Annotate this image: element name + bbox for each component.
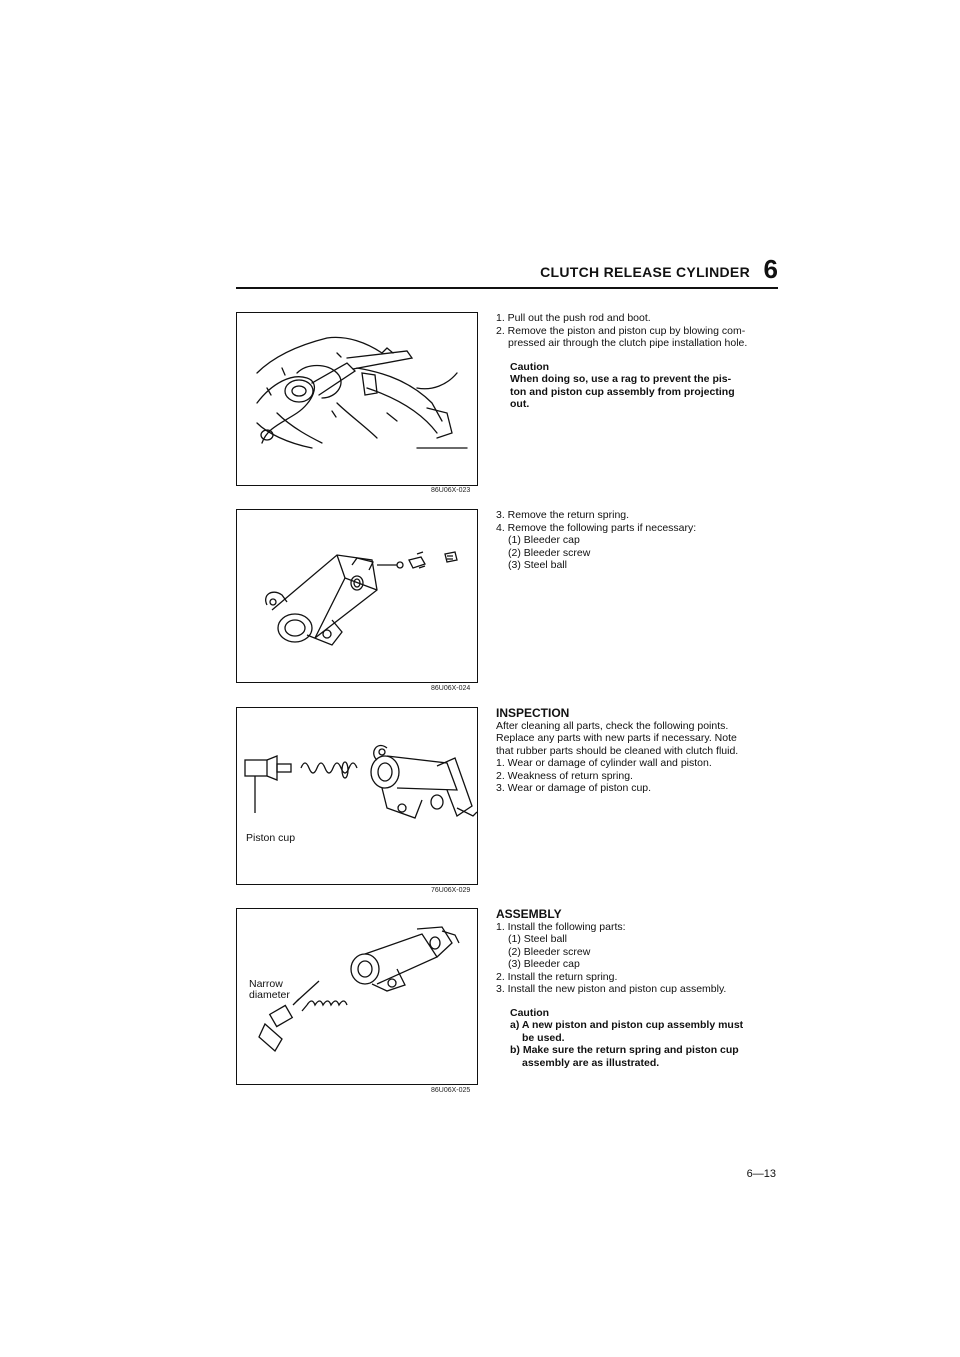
caution-line: b) Make sure the return spring and pisto…: [510, 1044, 739, 1056]
assembly-step: 3. Install the new piston and piston cup…: [496, 983, 727, 995]
inspection-section: INSPECTION After cleaning all parts, che…: [496, 707, 781, 795]
sub-item: (3) Steel ball: [508, 559, 567, 571]
illustration-piston-spring-cylinder: [244, 744, 477, 819]
piston-cup-label: Piston cup: [246, 832, 296, 844]
figure-blowing-air: [236, 312, 478, 486]
sub-item: (1) Bleeder cap: [508, 534, 580, 546]
chapter-number: 6: [763, 254, 778, 284]
paragraph-line: that rubber parts should be cleaned with…: [496, 744, 739, 757]
caution-title: Caution: [510, 360, 550, 373]
section-title: CLUTCH RELEASE CYLINDER: [540, 264, 750, 280]
inspection-item: 3. Wear or damage of piston cup.: [496, 782, 652, 794]
label-line: Narrow: [249, 978, 283, 990]
assembly-step: 2. Install the return spring.: [496, 970, 618, 983]
caution-1: Caution When doing so, use a rag to prev…: [496, 361, 781, 411]
caution-line: ton and piston cup assembly from project…: [510, 385, 735, 398]
step-2-cont: pressed air through the clutch pipe inst…: [508, 337, 748, 349]
sub-item: (3) Bleeder cap: [508, 958, 580, 970]
step-4: 4. Remove the following parts if necessa…: [496, 521, 697, 534]
figure-code: 86U06X-024: [431, 685, 471, 692]
assembly-section: ASSEMBLY 1. Install the following parts:…: [496, 908, 781, 1069]
paragraph-line: Replace any parts with new parts if nece…: [496, 732, 737, 744]
page-number: 6—13: [746, 1168, 776, 1180]
inspection-item: 2. Weakness of return spring.: [496, 769, 633, 782]
illustration-assembly: [258, 926, 460, 1053]
sub-item: (2) Bleeder screw: [508, 945, 591, 958]
illustration-release-cylinder: [265, 551, 458, 646]
figure-code: 76U06X-029: [431, 887, 471, 894]
narrow-diameter-label: Narrow diameter: [249, 979, 290, 1001]
figure-cylinder-exploded: [236, 509, 478, 683]
illustration-hands-air-gun: [256, 336, 468, 449]
caution-line: When doing so, use a rag to prevent the …: [510, 373, 732, 385]
step-3: 3. Remove the return spring.: [496, 509, 630, 521]
figure-inspection-parts: Piston cup: [236, 707, 478, 885]
label-line: diameter: [249, 989, 290, 1001]
paragraph-line: After cleaning all parts, check the foll…: [496, 719, 729, 732]
caution-line: be used.: [522, 1031, 565, 1044]
caution-line: assembly are as illustrated.: [522, 1056, 660, 1069]
caution-title: Caution: [510, 1006, 550, 1019]
sub-item: (2) Bleeder screw: [508, 546, 591, 559]
assembly-step: 1. Install the following parts:: [496, 920, 626, 933]
figure-code: 86U06X-023: [431, 487, 471, 494]
caution-line: out.: [510, 398, 530, 410]
step-2: 2. Remove the piston and piston cup by b…: [496, 324, 746, 337]
inspection-heading: INSPECTION: [496, 706, 570, 720]
caution-2: Caution a) A new piston and piston cup a…: [496, 1007, 781, 1070]
removal-steps-b: 3. Remove the return spring. 4. Remove t…: [496, 509, 781, 572]
step-1: 1. Pull out the push rod and boot.: [496, 312, 651, 324]
sub-item: (1) Steel ball: [508, 933, 567, 945]
assembly-heading: ASSEMBLY: [496, 907, 562, 921]
figure-code: 86U06X-025: [431, 1087, 471, 1094]
figure-assembly: Narrow diameter: [236, 908, 478, 1085]
removal-steps-a: 1. Pull out the push rod and boot. 2. Re…: [496, 312, 781, 411]
page-header: CLUTCH RELEASE CYLINDER 6: [520, 254, 778, 286]
header-rule: [236, 287, 778, 289]
caution-line: a) A new piston and piston cup assembly …: [510, 1019, 744, 1031]
inspection-item: 1. Wear or damage of cylinder wall and p…: [496, 757, 712, 769]
